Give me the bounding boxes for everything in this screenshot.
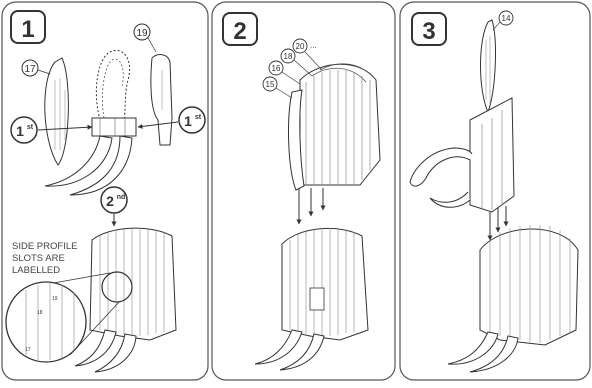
svg-text:nd: nd <box>117 194 126 201</box>
svg-text:2: 2 <box>106 193 114 209</box>
parts-ellipsis: ... <box>310 41 317 50</box>
svg-text:17: 17 <box>25 347 31 353</box>
step-number: 2 <box>233 18 246 45</box>
svg-text:18: 18 <box>37 310 43 316</box>
svg-text:18: 18 <box>284 52 293 61</box>
svg-text:16: 16 <box>272 64 281 73</box>
step-number: 3 <box>422 18 435 45</box>
panel-step-2: 2 15 16 18 <box>212 2 395 380</box>
step-number: 1 <box>21 16 34 43</box>
svg-text:SLOTS ARE: SLOTS ARE <box>12 253 65 264</box>
step-badge: 3 <box>412 13 446 45</box>
svg-text:st: st <box>195 114 202 121</box>
svg-text:19: 19 <box>136 28 148 39</box>
svg-text:1: 1 <box>184 113 192 129</box>
svg-text:14: 14 <box>502 14 511 23</box>
svg-text:1: 1 <box>16 123 24 139</box>
rib-stack <box>289 64 380 190</box>
svg-text:SIDE PROFILE: SIDE PROFILE <box>12 241 77 252</box>
svg-text:17: 17 <box>24 64 36 75</box>
svg-text:15: 15 <box>266 80 275 89</box>
svg-text:LABELLED: LABELLED <box>12 265 60 276</box>
panel-step-3: 3 14 <box>400 2 590 380</box>
panel-step-1: 1 17 19 <box>2 2 208 380</box>
svg-text:st: st <box>27 124 34 131</box>
step-badge: 1 <box>11 11 45 43</box>
step-badge: 2 <box>223 13 257 45</box>
svg-text:19: 19 <box>52 296 58 302</box>
svg-text:20: 20 <box>296 42 305 51</box>
